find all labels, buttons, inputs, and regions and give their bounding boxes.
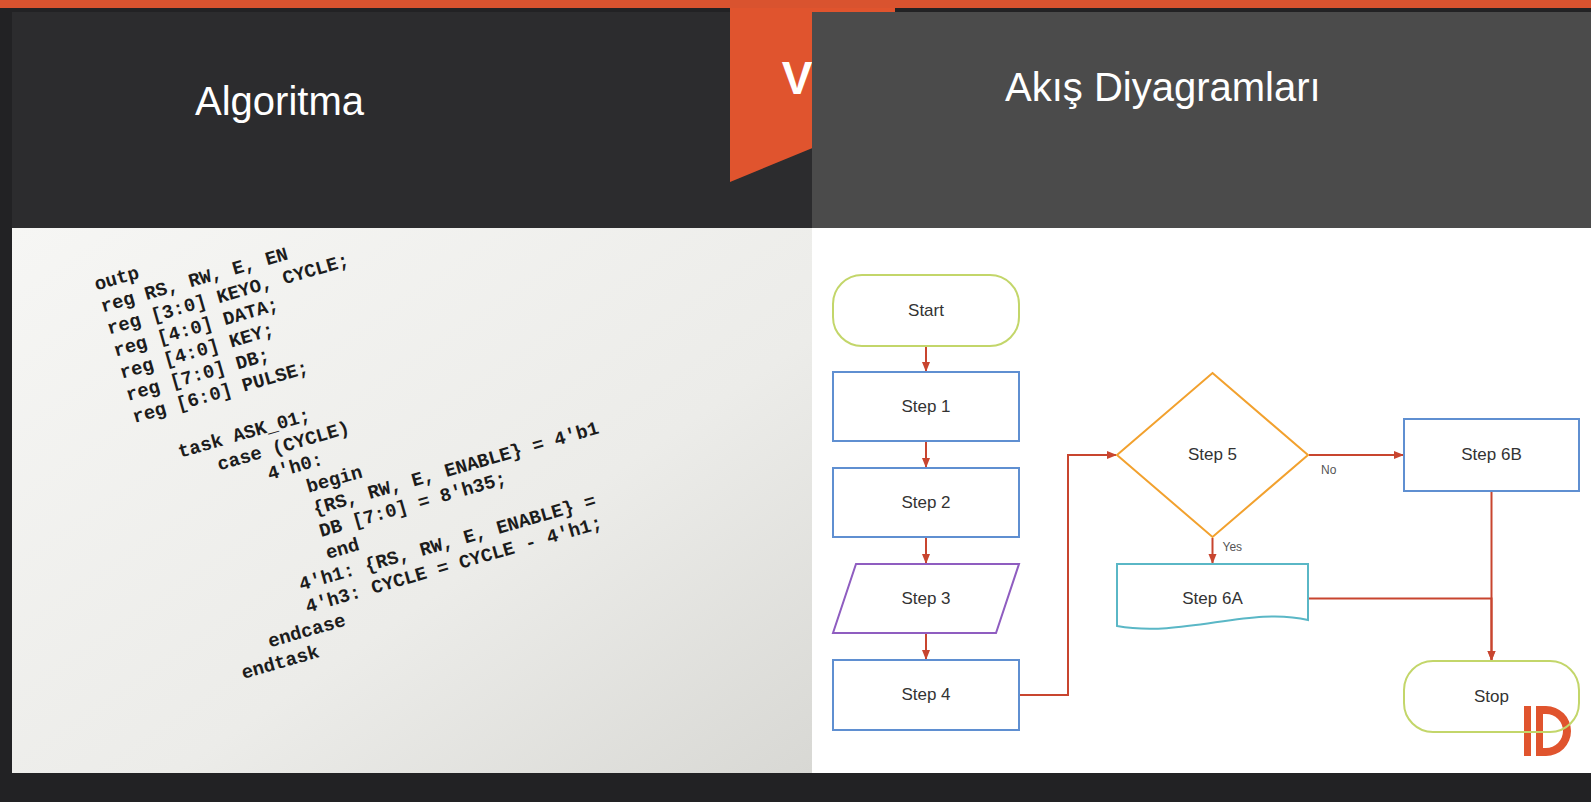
flow-arrow [925,634,927,659]
node-label: Step 3 [901,589,950,609]
io-parallelogram: Step 3 [832,563,1020,634]
top-accent-bar [0,0,1591,8]
process-box: Step 1 [832,371,1020,442]
branch-label: Yes [1221,540,1245,554]
node-label: Step 2 [901,493,950,513]
flow-arrow [925,442,927,467]
flow-arrow [1491,492,1493,660]
node-label: Step 1 [901,397,950,417]
flow-arrow [1309,599,1492,661]
io-parallelogram-shape [833,564,1019,633]
flow-arrow [1309,454,1403,456]
document-box: Step 6A [1116,563,1309,634]
node-label: Stop [1474,687,1509,707]
document-box-shape [1117,564,1308,629]
header-title: Akış Diyagramları [1005,64,1321,110]
decision-diamond-shape [1117,373,1308,537]
node-label: Start [908,301,944,321]
flow-arrow [925,538,927,563]
code-listing: outpreg RS, RW, E, ENreg [3:0] KEYO, CYC… [92,272,104,284]
terminator-box: Stop [1403,660,1580,733]
flow-arrow [925,347,927,371]
node-label: Step 6A [1182,589,1243,609]
decision-diamond: Step 5 [1116,372,1309,538]
node-label: Step 6B [1461,445,1522,465]
logo-d [1536,706,1571,756]
logo-bar [1524,706,1531,756]
code-photo-clip: outpreg RS, RW, E, ENreg [3:0] KEYO, CYC… [12,228,812,773]
code-photo [12,228,812,773]
flow-arrow [1020,455,1116,695]
header-band: Algoritma [12,12,812,228]
process-box: Step 4 [832,659,1020,731]
terminator-box: Start [832,274,1020,347]
process-box: Step 6B [1403,418,1580,492]
flowchart-panel [812,228,1591,773]
header-band: Akış Diyagramları [812,12,1591,228]
header-title: Algoritma [195,78,364,124]
node-label: Step 4 [901,685,950,705]
branch-label: No [1319,463,1338,477]
logo-mark [1524,706,1571,756]
flow-arrow [1212,538,1214,563]
process-box: Step 2 [832,467,1020,538]
node-label: Step 5 [1188,445,1237,465]
